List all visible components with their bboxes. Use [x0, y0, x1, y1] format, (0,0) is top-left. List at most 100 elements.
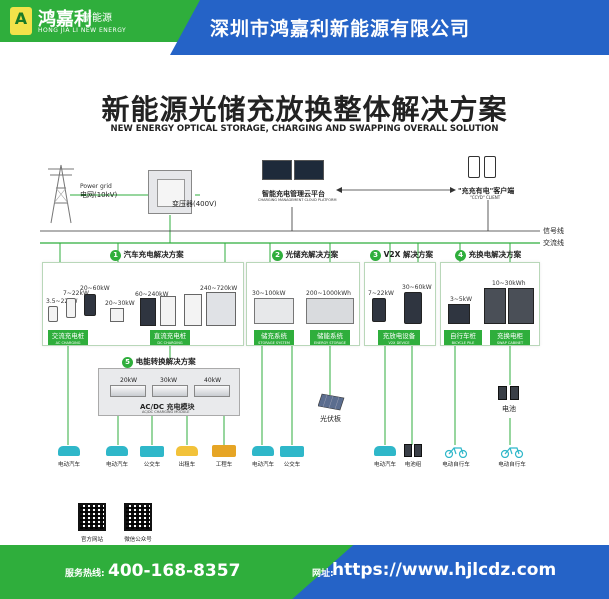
- battery-pack-icon: [414, 444, 422, 457]
- tag-swap-cabinet-text: 充换电柜: [497, 332, 523, 340]
- module-icon: [194, 385, 230, 397]
- pv-label: 光伏板: [320, 415, 341, 423]
- module-label-en: AC/DC CHARGING MODULE: [142, 410, 190, 414]
- power-label: 3.5~22kW: [46, 298, 78, 305]
- car-icon: [106, 446, 128, 456]
- tag-energy-storage-en: ENERGY STORAGE: [314, 341, 346, 345]
- v2x-charger-icon: [372, 298, 386, 322]
- energy-storage-icon: [306, 298, 354, 324]
- dc-charger-cabinet-icon: [206, 292, 236, 326]
- dc-charger-icon: [184, 294, 202, 326]
- power-label: 10~30kWh: [492, 280, 526, 287]
- transformer-label: 变压器(400V): [172, 200, 217, 208]
- car-icon: [252, 446, 274, 456]
- power-label: 30~100kW: [252, 290, 286, 297]
- section-3-title: 3 V2X 解决方案: [370, 249, 433, 261]
- battery-icon: [498, 386, 507, 400]
- section-2-title: 2 光储充解决方案: [272, 249, 338, 261]
- tag-dc-charging: 直流充电桩 DC CHARGING: [150, 330, 190, 345]
- ac-line-label: 交流线: [543, 239, 564, 247]
- module-icon: [110, 385, 146, 397]
- vehicle-label: 电动自行车: [442, 462, 470, 468]
- monitor-icon: [262, 160, 292, 180]
- transformer-icon: [148, 170, 192, 214]
- module-power-label: 20kW: [120, 377, 138, 384]
- tag-storage-system-text: 储充系统: [261, 332, 287, 340]
- power-label: 30~60kW: [402, 284, 432, 291]
- page-title-english: NEW ENERGY OPTICAL STORAGE, CHARGING AND…: [110, 124, 499, 134]
- hotline-label: 服务热线:: [65, 569, 105, 579]
- qr-code-wechat[interactable]: [124, 503, 152, 531]
- monitor-icon: [294, 160, 324, 180]
- tag-swap-cabinet-en: SWAP CABINET: [496, 341, 524, 345]
- section-5-text: 电能转换解决方案: [135, 357, 196, 366]
- section-2-number: 2: [272, 250, 283, 261]
- truck-icon: [212, 445, 236, 457]
- power-tower-icon: [48, 164, 74, 224]
- taxi-icon: [176, 446, 198, 456]
- power-label: 3~5kW: [450, 296, 473, 303]
- tag-storage-system-en: STORAGE SYSTEM: [258, 341, 290, 345]
- client-label: "充充有电"客户端: [458, 187, 515, 195]
- hotline-number[interactable]: 400-168-8357: [108, 561, 241, 581]
- tag-bicycle-pile-text: 自行车桩: [450, 332, 476, 340]
- vehicle-label: 公交车: [143, 462, 161, 468]
- vehicle-label: 工程车: [215, 462, 233, 468]
- power-label: 60~240kW: [135, 291, 169, 298]
- platform-label: 智能充电管理云平台: [262, 190, 325, 198]
- tag-dc-charging-en: DC CHARGING: [157, 341, 183, 345]
- footer-blue-band: [292, 545, 609, 599]
- tag-dc-charging-text: 直流充电桩: [153, 332, 187, 340]
- tag-storage-system: 储充系统 STORAGE SYSTEM: [254, 330, 294, 345]
- swap-cabinet-icon: [508, 288, 534, 324]
- grid-label: 电网(10kV): [80, 191, 118, 199]
- vehicle-label: 电动汽车: [57, 462, 80, 468]
- connection-lines: [40, 187, 540, 445]
- section-3-text: V2X 解决方案: [383, 250, 434, 259]
- page-title: 新能源光储充放换整体解决方案: [101, 93, 508, 126]
- e-bike-icon: [444, 447, 468, 458]
- module-icon: [152, 385, 188, 397]
- brand-sub: 新能源: [82, 13, 112, 24]
- qr-label: 官方网站: [80, 537, 103, 543]
- tag-v2x-device-text: 充放电设备: [382, 332, 416, 340]
- brand-english: HONG JIA LI NEW ENERGY: [38, 27, 127, 34]
- tag-swap-cabinet: 充换电柜 SWAP CABINET: [490, 330, 530, 345]
- battery-label: 电池: [502, 405, 516, 413]
- dc-charger-icon: [140, 298, 156, 326]
- section-5-title: 5 电能转换解决方案: [122, 356, 196, 368]
- bicycle-pile-icon: [448, 304, 470, 324]
- power-label: 200~1000kWh: [306, 290, 351, 297]
- tag-energy-storage: 储能系统 ENERGY STORAGE: [310, 330, 350, 345]
- module-power-label: 40kW: [204, 377, 222, 384]
- vehicle-label: 公交车: [283, 462, 301, 468]
- tag-v2x-device: 充放电设备 V2X DEVICE: [378, 330, 420, 345]
- section-1-title: 1 汽车充电解决方案: [110, 249, 184, 261]
- vehicle-label: 电动汽车: [105, 462, 128, 468]
- module-power-label: 30kW: [160, 377, 178, 384]
- section-4-number: 4: [455, 250, 466, 261]
- storage-system-icon: [254, 298, 294, 324]
- tag-bicycle-pile-en: BICYCLE PILE: [451, 341, 475, 345]
- ac-charger-icon: [66, 298, 76, 318]
- qr-code-website[interactable]: [78, 503, 106, 531]
- website-link[interactable]: https://www.hjlcdz.com: [332, 560, 557, 580]
- tag-ac-charging: 交流充电桩 AC CHARGING: [48, 330, 88, 345]
- dc-charger-icon: [160, 296, 176, 326]
- qr-label: 微信公众号: [124, 537, 152, 543]
- vehicle-label: 出租车: [178, 462, 196, 468]
- grid-small-label: Power grid: [80, 183, 112, 190]
- logo-icon: A: [10, 7, 32, 35]
- ac-charger-icon: [48, 306, 58, 322]
- section-1-number: 1: [110, 250, 121, 261]
- section-4-text: 充换电解决方案: [468, 250, 522, 259]
- power-label: 20~60kW: [80, 285, 110, 292]
- section-5-number: 5: [122, 357, 133, 368]
- solar-panel-icon: [318, 393, 345, 411]
- website-label: 网址:: [312, 569, 334, 579]
- swap-cabinet-icon: [484, 288, 506, 324]
- client-label-en: "CCYD" CLIENT: [470, 195, 501, 200]
- company-name: 深圳市鸿嘉利新能源有限公司: [210, 18, 471, 40]
- bus-icon: [140, 446, 164, 457]
- vehicle-label: 电动自行车: [498, 462, 526, 468]
